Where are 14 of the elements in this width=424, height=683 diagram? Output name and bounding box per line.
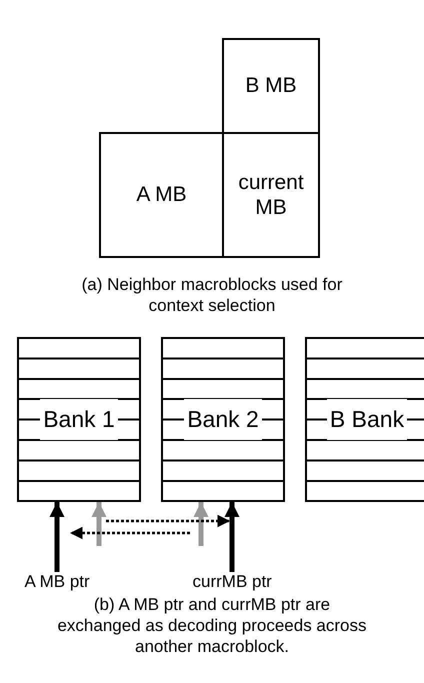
macroblock-box: A MB	[99, 132, 224, 258]
arrow	[50, 502, 64, 572]
memory-bank: Bank 2	[161, 337, 285, 502]
macroblock-box: B MB	[222, 38, 320, 134]
pointer-label: A MB ptr	[24, 572, 90, 592]
arrow	[194, 502, 208, 546]
caption: (b) A MB ptr and currMB ptr are exchanged as decoding proceeds across another macroblock.	[56, 594, 368, 657]
pointer-label: currMB ptr	[192, 572, 272, 592]
macroblock-box: current MB	[222, 132, 320, 258]
memory-bank: Bank 1	[17, 337, 141, 502]
arrow	[224, 502, 240, 572]
caption: (a) Neighbor macroblocks used for context selection	[80, 274, 344, 316]
arrow	[92, 502, 106, 546]
memory-bank: B Bank	[305, 337, 424, 502]
